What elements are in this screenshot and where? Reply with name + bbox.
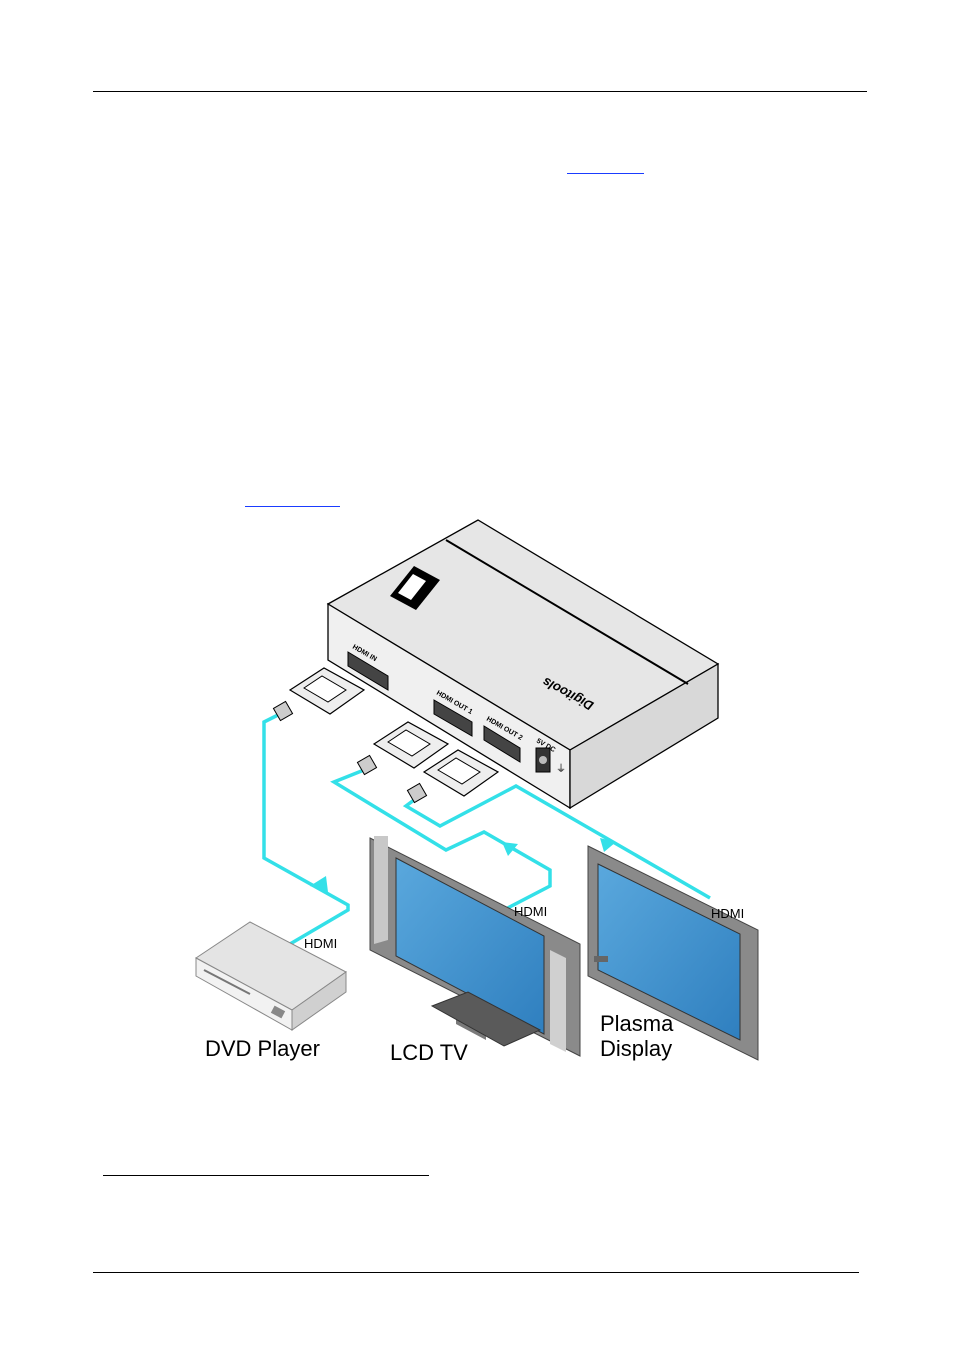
- hdmi-cable-label-plasma: HDMI: [711, 906, 744, 921]
- cable-out2-to-plasma: [402, 784, 711, 900]
- connector-hdmi-out2: [406, 749, 500, 804]
- cable-dvd-to-in: [262, 712, 350, 946]
- cross-reference-link[interactable]: [567, 173, 644, 174]
- plasma-label-line1: Plasma: [600, 1011, 674, 1036]
- connector-hdmi-in: [272, 667, 366, 722]
- splitter-device: Digitools HDMI IN HDMI OUT 1 HDMI OUT 2 …: [326, 519, 720, 810]
- footer-rule: [93, 1272, 859, 1273]
- header-rule: [93, 91, 867, 92]
- hdmi-cable-label-lcd: HDMI: [514, 904, 547, 919]
- dvd-player: [195, 921, 347, 1031]
- connector-hdmi-out1: [356, 721, 450, 776]
- lcd-tv: [369, 836, 581, 1057]
- brand-logo: [390, 566, 440, 610]
- figure-reference-link[interactable]: [245, 506, 340, 507]
- plasma-display: [587, 845, 759, 1061]
- lcd-screen: [395, 857, 545, 1035]
- footnote-rule: [103, 1175, 429, 1176]
- dvd-player-label: DVD Player: [205, 1036, 320, 1061]
- ground-icon: ⏚: [556, 763, 566, 775]
- plasma-screen: [597, 863, 741, 1041]
- hdmi-cables: [262, 712, 711, 946]
- plasma-label-line2: Display: [600, 1036, 672, 1061]
- hdmi-cable-label-dvd: HDMI: [304, 936, 337, 951]
- connection-diagram: Digitools HDMI IN HDMI OUT 1 HDMI OUT 2 …: [195, 519, 759, 1065]
- cable-out1-to-lcd: [330, 768, 552, 914]
- power-port: 5V DC ⏚: [535, 738, 566, 775]
- cable-direction-arrows: [310, 838, 616, 892]
- lcd-tv-label: LCD TV: [390, 1040, 468, 1065]
- splitter-side-face: [569, 662, 719, 810]
